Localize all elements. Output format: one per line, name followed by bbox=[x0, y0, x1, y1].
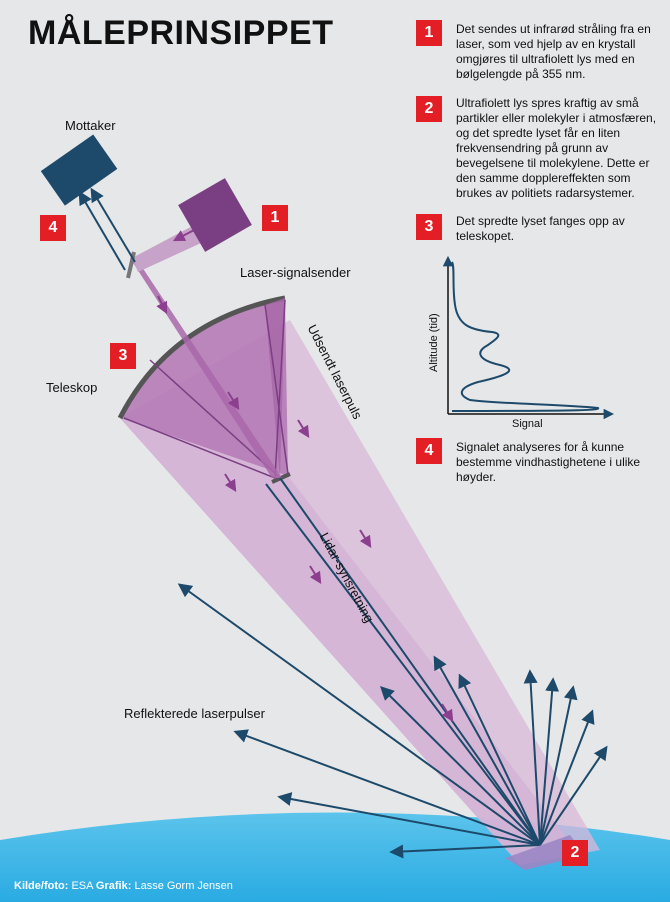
signal-plot-xlabel: Signal bbox=[512, 418, 543, 430]
credit-source-label: Kilde/foto: bbox=[14, 880, 69, 892]
step-text-2: Ultrafiolett lys spres kraftig av små pa… bbox=[456, 96, 657, 200]
receiver-box bbox=[40, 134, 118, 206]
step-badge-4: 4 bbox=[416, 438, 442, 464]
laser-box bbox=[178, 178, 252, 252]
step-text-3: Det spredte lyset fanges opp av teleskop… bbox=[456, 214, 625, 243]
step-badge-3: 3 bbox=[416, 214, 442, 240]
credit-line: Kilde/foto: ESA Grafik: Lasse Gorm Jense… bbox=[14, 880, 233, 892]
laser-beam bbox=[132, 222, 212, 272]
step-badge-1: 1 bbox=[416, 20, 442, 46]
receiver-label: Mottaker bbox=[65, 118, 116, 133]
diagram-badge-1: 1 bbox=[262, 205, 288, 231]
diagram-badge-4: 4 bbox=[40, 215, 66, 241]
splitter-mirror bbox=[126, 251, 136, 279]
step-text-4: Signalet analyseres for å kunne bestemme… bbox=[456, 440, 641, 484]
diagram-badge-2: 2 bbox=[562, 840, 588, 866]
credit-graphic: Lasse Gorm Jensen bbox=[134, 880, 233, 892]
telescope-label: Teleskop bbox=[46, 380, 98, 395]
signal-plot bbox=[442, 255, 615, 420]
credit-graphic-label: Grafik: bbox=[95, 880, 132, 892]
laser-sender-label: Laser-signalsender bbox=[240, 265, 351, 280]
diagram-badge-3: 3 bbox=[110, 343, 136, 369]
signal-curve bbox=[451, 261, 600, 412]
signal-plot-ylabel: Altitude (tid) bbox=[428, 313, 440, 372]
step-badge-2: 2 bbox=[416, 96, 442, 122]
page-title: MÅLEPRINSIPPET bbox=[28, 14, 334, 52]
reflected-pulses-label: Reflekterede laserpulser bbox=[124, 706, 265, 721]
credit-source: ESA bbox=[71, 880, 93, 892]
receive-path bbox=[130, 258, 282, 478]
step-text-1: Det sendes ut infrarød stråling fra en l… bbox=[456, 22, 651, 81]
